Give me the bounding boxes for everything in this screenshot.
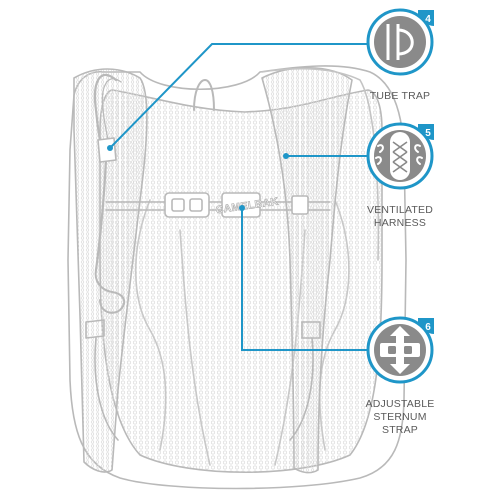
leader-line-sternum-strap bbox=[241, 208, 368, 351]
left-shoulder-strap bbox=[73, 68, 148, 473]
left-strap-adjuster bbox=[85, 319, 105, 339]
left-lower-strap bbox=[94, 337, 119, 441]
label-line: STERNUM bbox=[373, 411, 427, 423]
callout-number-tube-trap: 4 bbox=[425, 14, 431, 25]
back-panel-channel bbox=[318, 199, 350, 451]
callout-label-ventilated-harness: VENTILATED HARNESS bbox=[340, 204, 460, 230]
back-panel-channel bbox=[134, 199, 167, 451]
ventilated-harness-icon bbox=[375, 132, 423, 180]
right-lower-strap bbox=[289, 337, 314, 441]
callout-badge-ventilated-harness: 5 bbox=[366, 122, 434, 190]
haul-loop bbox=[193, 79, 215, 111]
sternum-slider bbox=[291, 195, 309, 215]
label-line: STRAP bbox=[381, 424, 418, 436]
tube-trap-clip bbox=[97, 137, 117, 163]
leader-dot-tube-trap bbox=[107, 145, 113, 151]
tube-trap-icon bbox=[386, 24, 414, 60]
leader-line-tube-trap bbox=[109, 43, 372, 149]
label-line: ADJUSTABLE bbox=[365, 398, 435, 410]
label-line: VENTILATED bbox=[367, 204, 433, 216]
label-line: TUBE TRAP bbox=[369, 90, 431, 102]
leader-dot-sternum-strap bbox=[239, 205, 245, 211]
callout-badge-tube-trap: 4 bbox=[366, 8, 434, 76]
leader-lines bbox=[109, 43, 372, 351]
label-line: HARNESS bbox=[373, 217, 427, 229]
leader-dot-ventilated-harness bbox=[283, 153, 289, 159]
right-strap-adjuster bbox=[301, 321, 321, 339]
bite-valve bbox=[94, 269, 126, 314]
callout-number-ventilated-harness: 5 bbox=[425, 128, 431, 139]
right-shoulder-strap bbox=[261, 66, 353, 474]
right-strap-band bbox=[261, 67, 380, 261]
callout-number-adjustable-sternum-strap: 6 bbox=[425, 322, 431, 333]
adjustable-sternum-strap-icon bbox=[380, 326, 420, 374]
callout-badge-adjustable-sternum-strap: 6 bbox=[366, 316, 434, 384]
callout-label-tube-trap: TUBE TRAP bbox=[340, 90, 460, 103]
callout-label-adjustable-sternum-strap: ADJUSTABLE STERNUM STRAP bbox=[340, 398, 460, 437]
back-panel-channel bbox=[179, 229, 211, 466]
